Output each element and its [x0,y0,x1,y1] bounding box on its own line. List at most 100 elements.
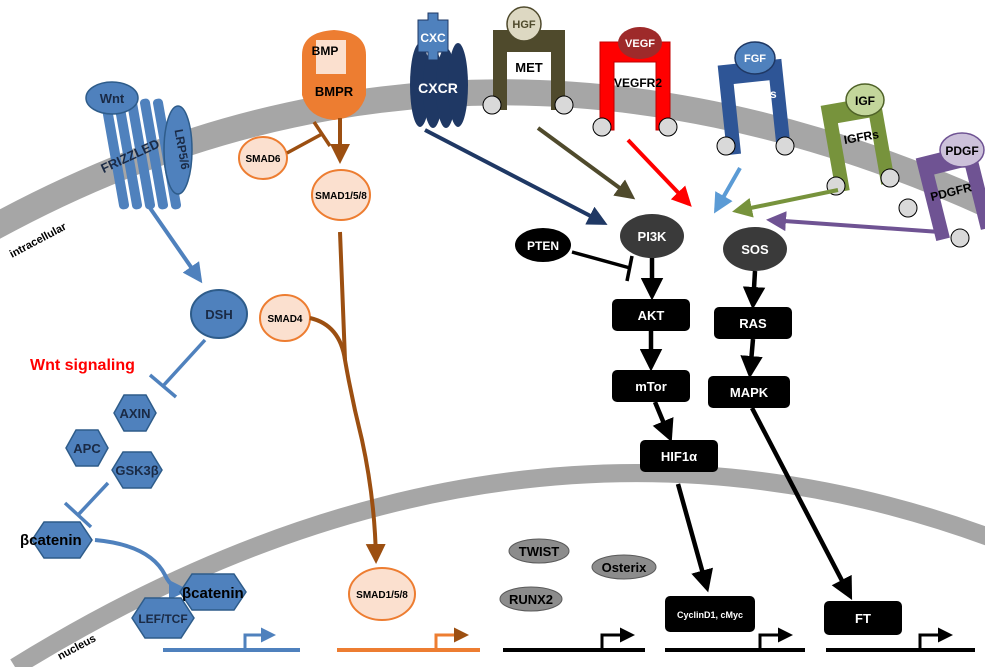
sos-node [723,227,787,271]
arrow-bcatenin-to-nucleus [94,538,189,600]
gsk3b-label: GSK3β [115,463,158,478]
met-phospho-left [482,95,502,115]
fgfr-receptor [717,58,791,156]
mtor-label: mTor [635,379,667,394]
hgf-ligand [506,6,542,42]
osterix-node [591,554,657,580]
fgfrs-label: FGFRs [737,87,777,101]
inhibit-pten-to-akt [571,250,631,270]
arrow-igfr-to-sos [732,188,839,218]
axin-label: AXIN [119,406,150,421]
arrow-sos-to-ras [742,270,766,310]
cxc-ligand [417,12,449,61]
bcatenin-nuclear-label: βcatenin [182,585,244,602]
leftcf-node [131,597,195,639]
ft-node [824,601,902,635]
pten-node [515,228,571,262]
dsh-node [190,289,248,339]
mapk-node [708,376,790,408]
igf-ligand [845,83,885,117]
pdgfr-receptor [915,143,985,241]
inhibit-gsk-to-bcatenin [76,481,110,517]
fgf-ligand [734,41,776,75]
inhibit-smad6 [286,132,323,155]
ras-node [714,307,792,339]
bmp-ligand [316,40,346,74]
igfr-receptor [820,95,896,193]
runx2-label: RUNX2 [509,592,553,607]
vegfr2-phospho-left [592,117,612,137]
twist-label: TWIST [519,544,559,559]
cxcr-receptor [410,43,468,128]
inhibit-dsh-to-axin [161,338,207,388]
hif-label: HIF1α [661,449,697,464]
gsk3b-node [111,451,163,489]
fgfr-phospho-left [716,136,736,156]
gene-cyclin [665,627,805,652]
pi3k-label: PI3K [638,229,668,244]
met-phospho-right [554,95,574,115]
akt-node [612,299,690,331]
fgfr-phospho-right [775,136,795,156]
smad4-label: SMAD4 [267,314,302,325]
cxcr-label: CXCR [418,80,458,96]
inhibit-bar-smad6 [312,121,332,147]
cxc-label: CXC [420,31,446,45]
gene-ft [826,627,975,652]
smad158-nuclear-node [348,567,416,621]
arrow-cxcr-to-pi3k [424,128,608,225]
smad158-nuclear-label: SMAD1/5/8 [356,590,408,601]
akt-label: AKT [638,308,665,323]
smad158-node [311,169,371,221]
smad6-label: SMAD6 [245,154,280,165]
ft-label: FT [855,611,871,626]
pdgf-label: PDGF [945,144,978,158]
pten-label: PTEN [527,239,559,253]
gene-wnt [163,627,300,652]
arrow-vegfr-to-pi3k [626,138,692,207]
axin-node [113,394,157,432]
vegf-ligand [618,27,662,59]
wnt-ligand-label: Wnt [100,91,125,106]
gene-tf [503,627,645,652]
vegfr2-label: VEGFR2 [614,76,662,90]
leftcf-label: LEF/TCF [138,612,187,626]
dsh-label: DSH [205,307,232,322]
mapk-label: MAPK [730,385,769,400]
cyclin-label: CyclinD1, cMyc [677,610,743,620]
igf-label: IGF [855,94,875,108]
gene-bmp [337,627,480,652]
arrow-smad-to-nucleus [338,231,386,564]
pi3k-node [620,214,684,258]
arrow-pdgfr-to-sos [766,211,941,234]
hif-node [640,440,718,472]
smad158-label: SMAD1/5/8 [315,191,367,202]
ras-label: RAS [739,316,767,331]
arrow-ras-to-mapk [740,338,763,379]
mtor-node [612,370,690,402]
bmp-ligand-label: BMP [312,44,339,58]
smad4-merge-line [309,316,347,361]
fgf-label: FGF [744,53,766,65]
vegfr2-phospho-right [658,117,678,137]
arrow-mtor-to-hif [652,401,674,443]
pdgf-ligand [939,132,985,168]
inhibit-bar-bcatenin [63,501,93,529]
bcatenin-nuclear-node [179,573,247,611]
arrow-hif-to-cyclin [675,483,714,593]
igfr-phospho-right [880,168,900,188]
met-receptor [493,30,565,110]
arrow-met-to-pi3k [536,126,636,200]
met-label: MET [515,60,543,75]
apc-node [65,429,109,467]
inhibit-bar-pten [625,255,634,282]
vegf-label: VEGF [625,38,655,50]
arrow-fzd-to-dsh [148,206,203,284]
hgf-label: HGF [512,19,536,31]
lrp-coreceptor [163,105,193,195]
pdgfr-phospho-left [898,198,918,218]
apc-label: APC [73,441,101,456]
twist-node [508,538,570,564]
runx2-node [499,586,563,612]
